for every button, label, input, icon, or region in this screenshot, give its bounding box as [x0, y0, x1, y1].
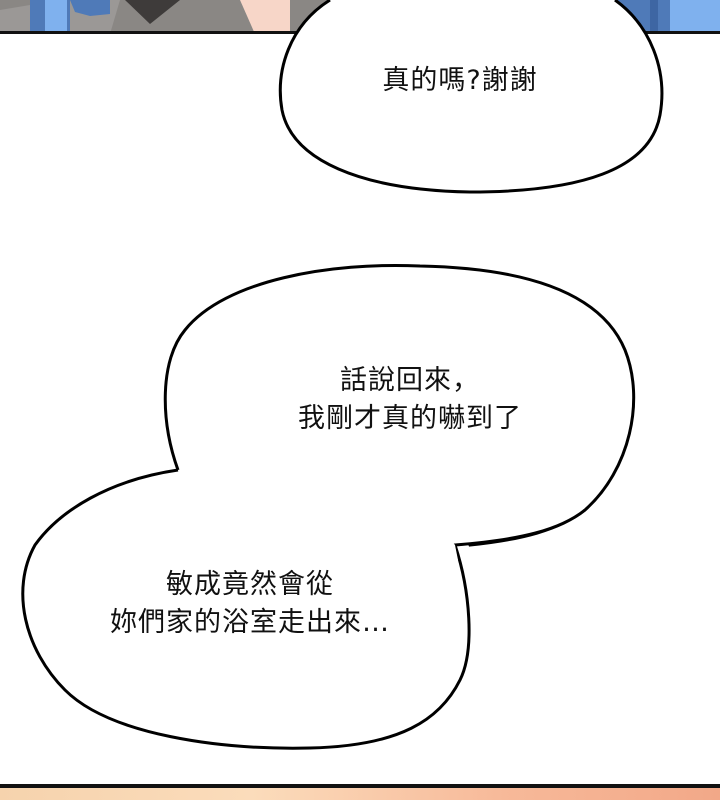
speech-bubble-1	[278, 0, 664, 194]
bubble-line: 妳們家的浴室走出來…	[110, 607, 390, 638]
bubble-line: 真的嗎?謝謝	[382, 65, 538, 96]
bubble-line: 話說回來，	[340, 365, 480, 396]
speech-bubble-1-text: 真的嗎?謝謝	[340, 62, 580, 100]
speech-bubble-2-text: 話說回來， 我剛才真的嚇到了	[250, 362, 570, 438]
bubble-line: 敏成竟然會從	[166, 569, 334, 600]
bubble-line: 我剛才真的嚇到了	[298, 403, 522, 434]
bottom-comic-panel	[0, 784, 720, 800]
speech-bubble-3-text: 敏成竟然會從 妳們家的浴室走出來…	[60, 566, 440, 642]
